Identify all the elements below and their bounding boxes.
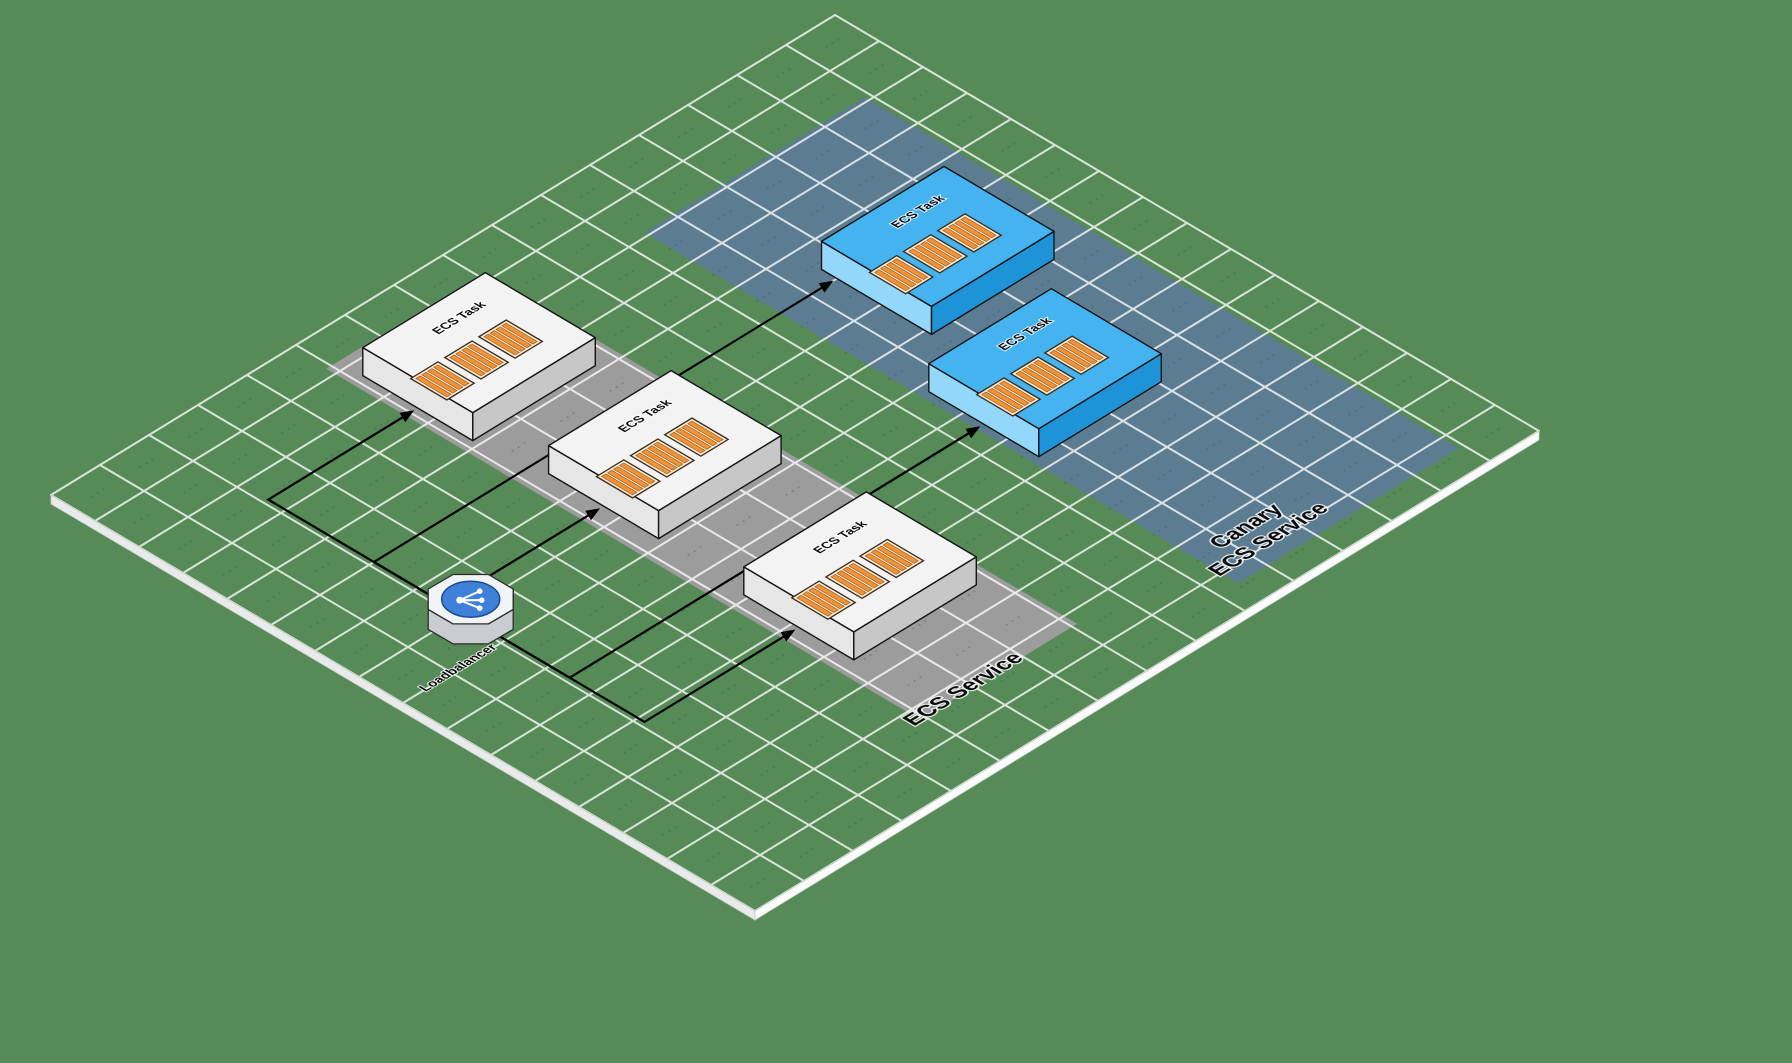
- arrow-head: [818, 280, 834, 293]
- arrow-head: [780, 629, 796, 642]
- ecs-task-canary: ECS Task: [928, 288, 1163, 458]
- containers-icon: [409, 319, 544, 401]
- ecs-task-default: ECS Task: [547, 369, 782, 540]
- share-network-icon: [456, 588, 485, 611]
- ecs-task-canary: ECS Task: [820, 165, 1055, 336]
- plane-edge-right: [754, 430, 1540, 921]
- arrow-head: [585, 508, 601, 521]
- arrow-head: [399, 410, 415, 423]
- containers-icon: [595, 417, 730, 499]
- containers-icon: [790, 538, 925, 620]
- arrow-head: [965, 426, 981, 439]
- containers-icon: [975, 335, 1110, 417]
- containers-icon: [868, 213, 1003, 295]
- ecs-task-default: ECS Task: [362, 271, 596, 442]
- ecs-task-default: ECS Task: [743, 491, 977, 661]
